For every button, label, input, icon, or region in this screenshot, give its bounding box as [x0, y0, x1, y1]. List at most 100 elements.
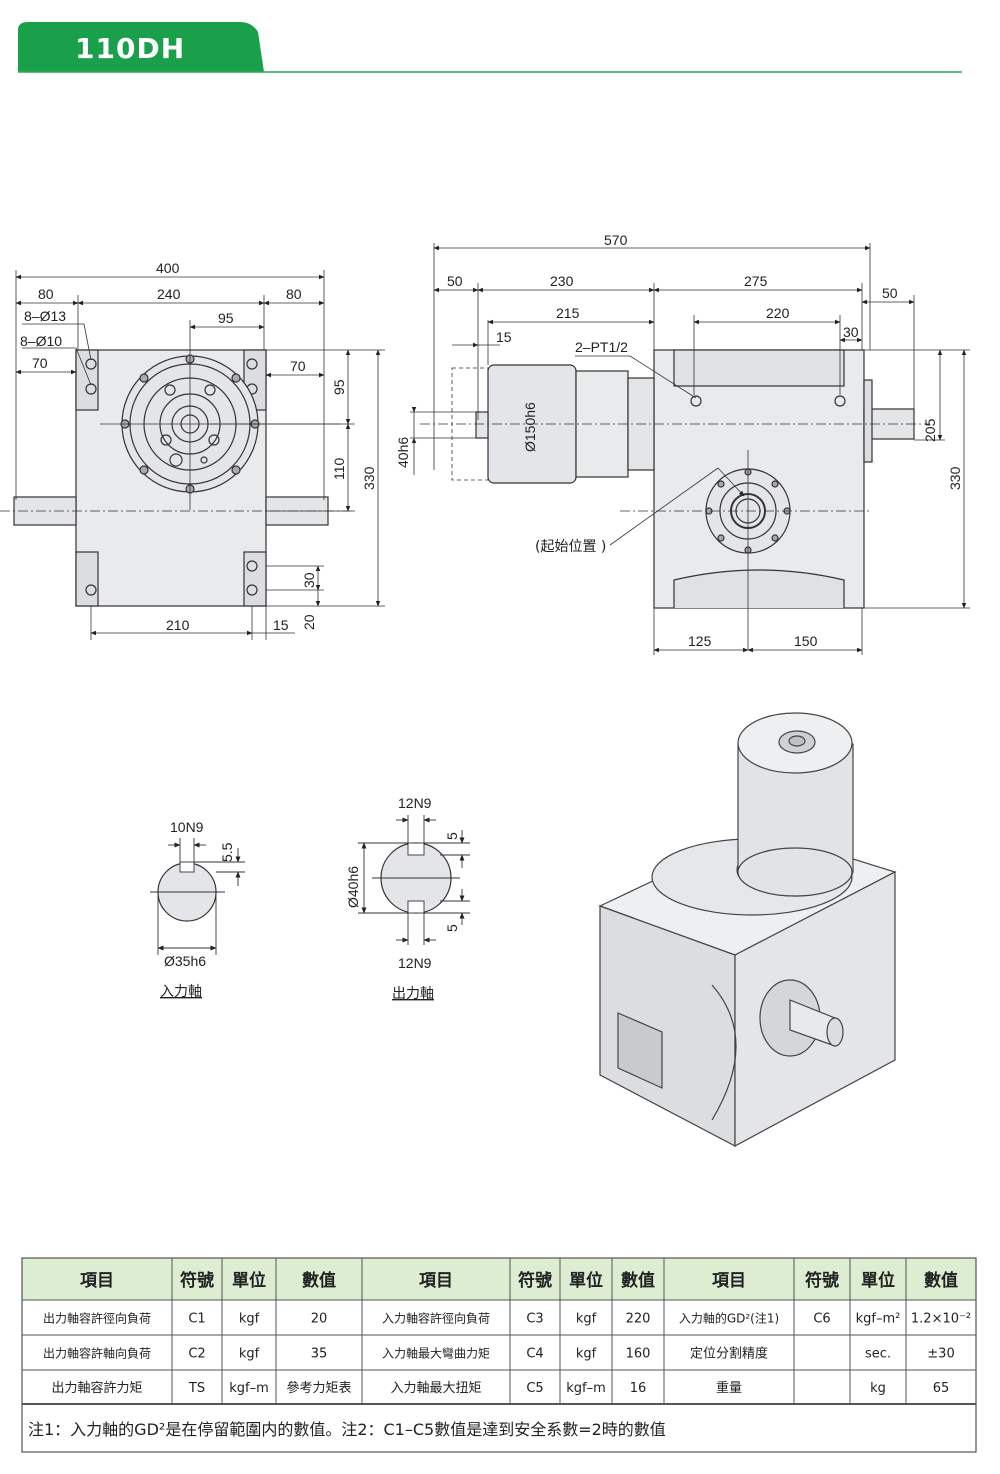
start-position-label: (起始位置 ): [535, 539, 606, 555]
table-cell: kgf–m: [566, 1381, 606, 1396]
svg-text:230: 230: [550, 273, 574, 289]
table-cell: 出力軸容許力矩: [51, 1380, 142, 1396]
svg-text:400: 400: [156, 260, 180, 276]
table-cell: C1: [188, 1312, 205, 1327]
table-cell: C4: [526, 1347, 543, 1362]
input-shaft-label: 入力軸: [160, 984, 202, 1000]
table-header-cell: 項目: [712, 1271, 746, 1291]
table-header-cell: 數值: [302, 1270, 336, 1291]
svg-text:40h6: 40h6: [395, 437, 411, 468]
front-dimensions: [15, 270, 385, 640]
table-cell: C2: [188, 1347, 205, 1362]
table-border: [21, 1257, 977, 1453]
table-cell: kgf–m²: [856, 1312, 901, 1327]
svg-text:570: 570: [604, 232, 628, 248]
table-header-cell: 項目: [419, 1271, 453, 1291]
svg-text:50: 50: [882, 285, 898, 301]
svg-text:50: 50: [447, 273, 463, 289]
model-title: 110DH: [75, 32, 185, 65]
side-dimensions: [410, 243, 970, 655]
table-cell: sec.: [865, 1347, 891, 1362]
svg-text:2–PT1/2: 2–PT1/2: [575, 339, 628, 355]
output-shaft-section: [358, 815, 470, 945]
table-header-cell: 符號: [518, 1270, 552, 1291]
svg-text:150: 150: [794, 633, 818, 649]
table-cell: 入力軸最大扭矩: [390, 1381, 481, 1396]
header: 110DH: [18, 22, 962, 73]
table-cell: kgf: [239, 1312, 260, 1327]
table-header-cell: 單位: [232, 1270, 266, 1291]
table-note: 注1：入力軸的GD²是在停留範圍内的數值。注2：C1–C5數值是達到安全系數=2…: [28, 1420, 666, 1439]
table-header-cell: 數值: [924, 1270, 958, 1291]
table-header-bg: [22, 1258, 976, 1300]
svg-text:220: 220: [766, 305, 790, 321]
table-cell: 65: [933, 1381, 950, 1396]
table-cell: C3: [526, 1312, 543, 1327]
table-cell: 出力軸容許軸向負荷: [43, 1346, 151, 1361]
svg-text:12N9: 12N9: [398, 795, 432, 811]
table-cell: TS: [188, 1381, 205, 1396]
table-header-cell: 數值: [621, 1270, 655, 1291]
svg-text:30: 30: [301, 572, 317, 588]
svg-text:8–Ø10: 8–Ø10: [20, 333, 62, 349]
table-cell: 重量: [716, 1380, 742, 1396]
svg-text:330: 330: [947, 466, 963, 490]
table-cell: kgf: [576, 1312, 597, 1327]
svg-text:80: 80: [38, 286, 54, 302]
table-cell: 220: [626, 1312, 651, 1327]
table-cell: 35: [311, 1347, 328, 1362]
table-cell: 入力軸最大彎曲力矩: [382, 1346, 490, 1361]
svg-text:12N9: 12N9: [398, 955, 432, 971]
svg-text:20: 20: [301, 614, 317, 630]
table-cell: 16: [630, 1381, 647, 1396]
side-view: [420, 349, 930, 650]
side-dim-labels: 570 50 230 275 50 215 220 30 15 2–PT1/2 …: [395, 232, 963, 649]
svg-text:8–Ø13: 8–Ø13: [24, 308, 66, 324]
svg-text:Ø35h6: Ø35h6: [164, 953, 206, 969]
input-shaft-section: [150, 838, 245, 955]
svg-text:125: 125: [688, 633, 712, 649]
table-cell: kgf: [576, 1347, 597, 1362]
svg-text:95: 95: [218, 310, 234, 326]
table-cell: 定位分割精度: [690, 1346, 768, 1362]
svg-text:80: 80: [286, 286, 302, 302]
svg-text:30: 30: [843, 324, 859, 340]
svg-text:5.5: 5.5: [219, 842, 235, 862]
table-header-cell: 項目: [80, 1271, 114, 1291]
svg-text:110: 110: [331, 457, 347, 480]
svg-text:215: 215: [556, 305, 580, 321]
svg-text:70: 70: [290, 358, 306, 374]
table-header-cell: 符號: [805, 1270, 839, 1291]
table-cell: kgf–m: [229, 1381, 269, 1396]
svg-text:5: 5: [444, 832, 460, 840]
table-cell: 1.2×10⁻²: [911, 1312, 971, 1327]
svg-text:10N9: 10N9: [170, 819, 204, 835]
table-cell: C5: [526, 1381, 543, 1396]
front-view: [0, 320, 350, 607]
table-cell: C6: [813, 1312, 830, 1327]
output-shaft-labels: 12N9 5 Ø40h6 5 12N9 出力軸: [345, 795, 460, 1002]
svg-text:210: 210: [166, 617, 190, 633]
front-dim-labels: 400 80 240 80 8–Ø13 8–Ø10 95 70 70 95 11…: [20, 260, 377, 633]
table-cell: 入力軸容許徑向負荷: [382, 1311, 490, 1326]
table-cell: 出力軸容許徑向負荷: [43, 1311, 151, 1326]
table-cell: ±30: [927, 1347, 954, 1362]
svg-text:70: 70: [32, 355, 48, 371]
svg-text:5: 5: [444, 924, 460, 932]
svg-text:240: 240: [157, 286, 181, 302]
svg-text:Ø150h6: Ø150h6: [522, 402, 538, 452]
table-cell: 160: [626, 1347, 651, 1362]
table-header-cell: 單位: [861, 1270, 895, 1291]
table-cell: 入力軸的GD²(注1): [679, 1311, 779, 1326]
svg-text:275: 275: [744, 273, 768, 289]
input-shaft-labels: 10N9 5.5 Ø35h6 入力軸: [160, 819, 235, 1000]
svg-text:95: 95: [331, 379, 347, 395]
table-header-cell: 單位: [569, 1270, 603, 1291]
title-tab: [18, 22, 264, 72]
table-cell: kgf: [239, 1347, 260, 1362]
svg-text:Ø40h6: Ø40h6: [345, 866, 361, 908]
output-shaft-label: 出力軸: [392, 986, 434, 1002]
svg-text:330: 330: [361, 466, 377, 490]
